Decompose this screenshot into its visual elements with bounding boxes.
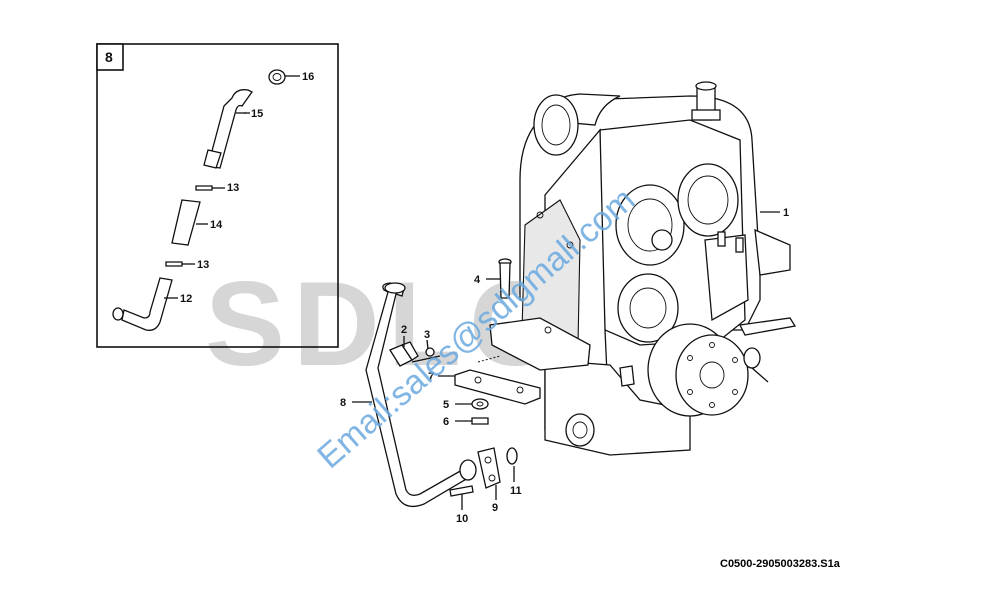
inset-label: 8 bbox=[105, 49, 113, 65]
callout-14: 14 bbox=[210, 219, 223, 231]
callout-11: 11 bbox=[510, 485, 522, 497]
clip-and-screw bbox=[389, 336, 441, 367]
callout-9: 9 bbox=[492, 502, 498, 514]
callout-1: 1 bbox=[783, 207, 789, 219]
callout-13-lower: 13 bbox=[197, 259, 209, 271]
plate-7 bbox=[438, 369, 541, 405]
callout-16: 16 bbox=[302, 71, 314, 83]
tube-8 bbox=[352, 282, 469, 508]
callout-3: 3 bbox=[424, 329, 430, 341]
inset-detail: 8 16 15 13 14 13 12 bbox=[96, 43, 339, 348]
washer-and-nut bbox=[455, 398, 489, 425]
fitting-assembly bbox=[449, 447, 518, 510]
callout-13-upper: 13 bbox=[227, 182, 239, 194]
bolt-4 bbox=[486, 258, 512, 299]
callout-6: 6 bbox=[443, 416, 449, 428]
callout-12: 12 bbox=[180, 293, 192, 305]
callout-5: 5 bbox=[443, 399, 449, 411]
callout-8: 8 bbox=[340, 397, 346, 409]
reference-code: C0500-2905003283.S1a bbox=[720, 558, 841, 570]
transmission-housing bbox=[489, 81, 797, 456]
callout-10: 10 bbox=[456, 513, 468, 525]
callout-2: 2 bbox=[401, 324, 407, 336]
callout-7: 7 bbox=[428, 371, 434, 383]
callout-4: 4 bbox=[474, 274, 481, 286]
callout-15: 15 bbox=[251, 108, 263, 120]
